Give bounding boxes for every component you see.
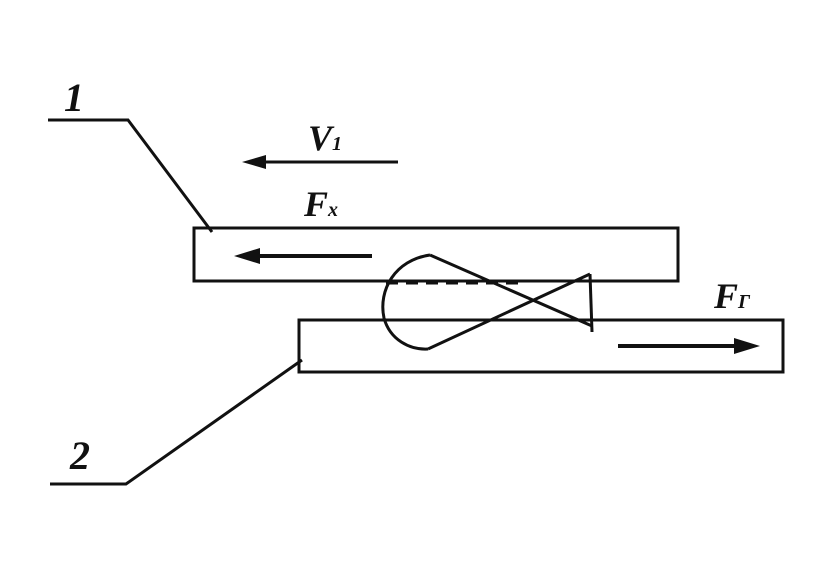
leader-line-part2 — [50, 358, 303, 486]
part-1-label: 1 — [64, 75, 84, 120]
velocity-arrow — [242, 155, 398, 169]
force-x-arrow — [234, 248, 372, 264]
velocity-label: V1 — [308, 118, 343, 158]
body-1-rectangle — [192, 226, 680, 283]
body-2-rectangle — [297, 318, 785, 374]
force-x-label: Fx — [304, 184, 339, 224]
force-g-label: FГ — [714, 276, 751, 316]
leader-line-part1 — [48, 118, 214, 233]
contact-element — [381, 253, 594, 351]
part-2-label: 2 — [70, 433, 90, 478]
force-g-arrow — [618, 338, 760, 354]
